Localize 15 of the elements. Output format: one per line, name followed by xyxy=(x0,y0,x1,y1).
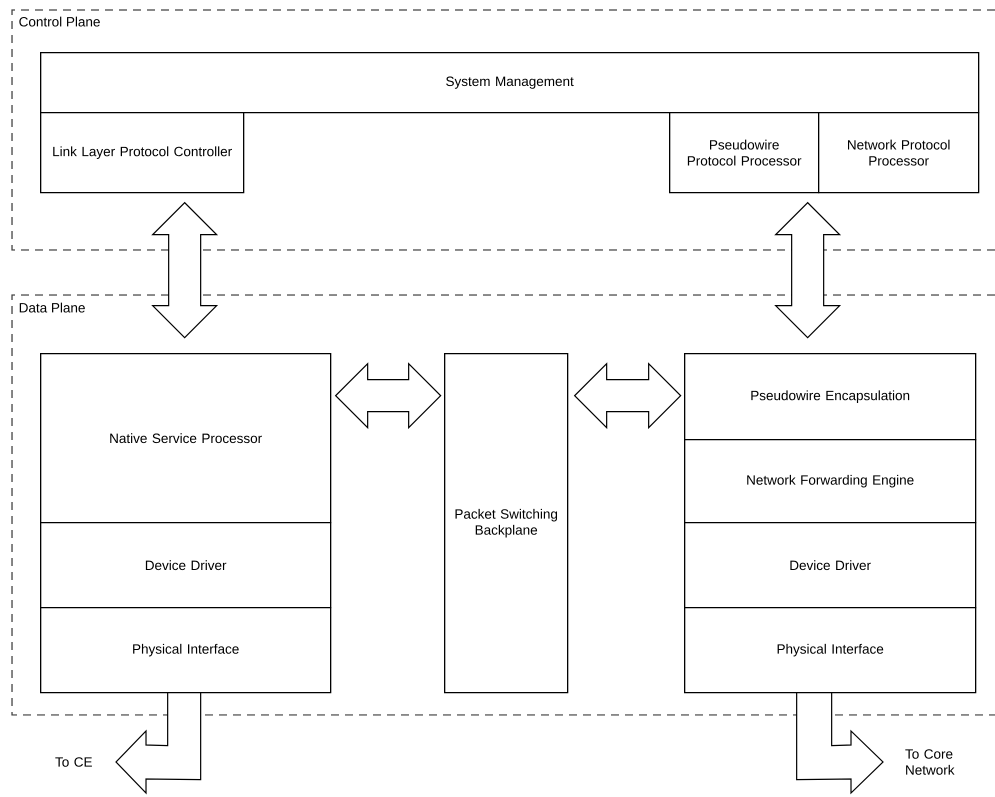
block-box: Network Protocol Processor xyxy=(818,112,980,194)
block-box: Network Forwarding Engine xyxy=(684,439,976,524)
block-box: Native Service Processor xyxy=(40,353,332,524)
block-arrow xyxy=(115,692,202,794)
block-box: Physical Interface xyxy=(40,607,332,694)
block-arrow xyxy=(796,692,884,794)
block-box: Physical Interface xyxy=(684,607,976,694)
block-box: Pseudowire Protocol Processor xyxy=(669,112,820,194)
endpoint-label: To CE xyxy=(55,757,92,767)
block-box: Pseudowire Encapsulation xyxy=(684,353,976,440)
endpoint-label: To Core Network xyxy=(905,749,955,775)
block-box: Packet Switching Backplane xyxy=(444,353,568,694)
block-box: Device Driver xyxy=(684,522,976,608)
block-box: Link Layer Protocol Controller xyxy=(40,112,244,194)
block-box: Device Driver xyxy=(40,522,332,608)
